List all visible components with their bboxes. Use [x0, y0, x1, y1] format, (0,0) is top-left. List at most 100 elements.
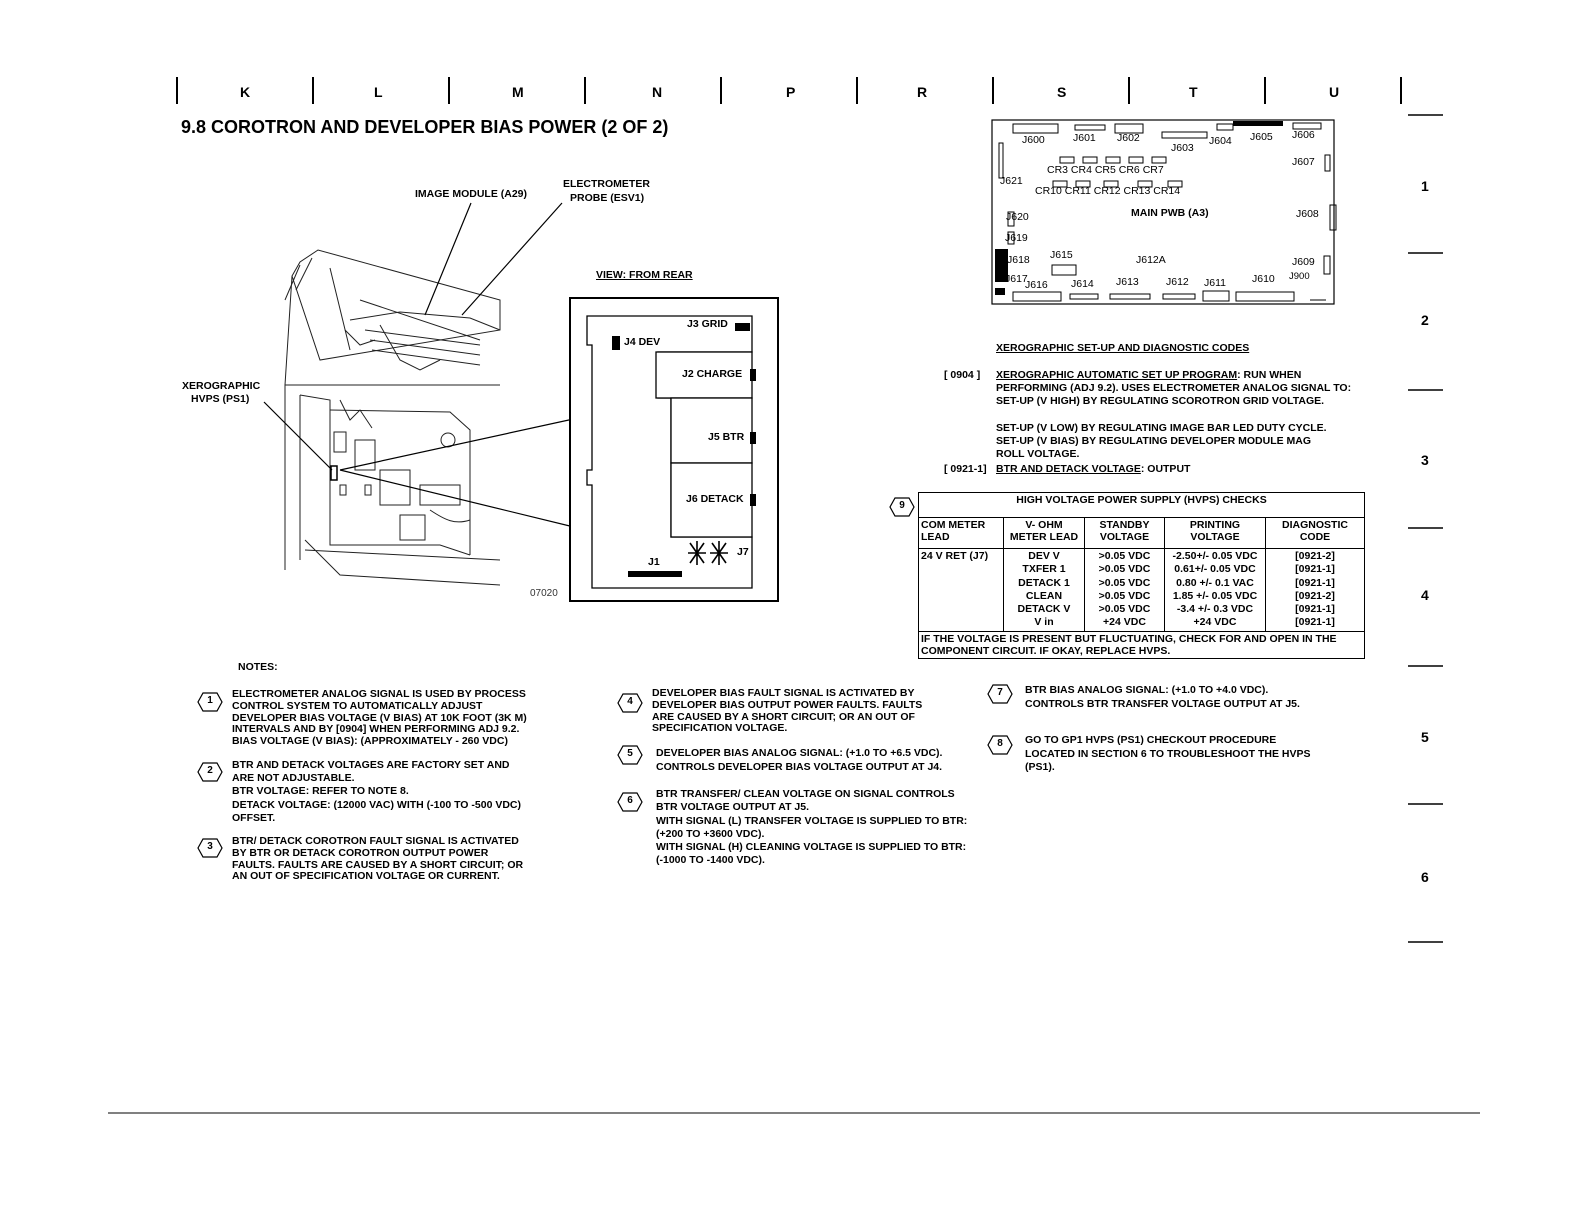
note-line: CONTROLS DEVELOPER BIAS VOLTAGE OUTPUT A… [656, 760, 943, 773]
note-line: DEVELOPER BIAS OUTPUT POWER FAULTS. FAUL… [652, 698, 923, 711]
note-line: BY BTR OR DETACK COROTRON OUTPUT POWER [232, 846, 489, 859]
pwb-j607: J607 [1292, 156, 1315, 168]
note-marker-9-number: 9 [899, 500, 905, 511]
row-number-4: 4 [1421, 587, 1429, 603]
hvps-header-com-lead: COM METER LEAD [918, 517, 1004, 549]
column-letter-p: P [786, 84, 796, 100]
connector-j1: J1 [648, 556, 660, 568]
connector-j5-btr: J5 BTR [708, 431, 745, 443]
note-line: (-1000 TO -1400 VDC). [656, 854, 765, 867]
note-line: SPECIFICATION VOLTAGE. [652, 722, 788, 735]
table-cell: [0921-2] [1295, 589, 1335, 602]
note-line: ARE CAUSED BY A SHORT CIRCUIT; OR AN OUT… [652, 710, 915, 723]
hvps-table-header-row: COM METER LEAD V- OHM METER LEAD STANDBY… [918, 517, 1365, 549]
pwb-j619: J619 [1005, 232, 1028, 244]
note-line: BTR VOLTAGE OUTPUT AT J5. [656, 801, 810, 814]
note-line: DEVELOPER BIAS ANALOG SIGNAL: (+1.0 TO +… [656, 747, 943, 759]
note-line: FAULTS. FAULTS ARE CAUSED BY A SHORT CIR… [232, 858, 524, 871]
column-letter-l: L [374, 84, 383, 100]
note-line: BTR BIAS ANALOG SIGNAL: (+1.0 TO +4.0 VD… [1025, 684, 1269, 696]
pwb-name: MAIN PWB (A3) [1131, 207, 1209, 219]
pwb-j621: J621 [1000, 175, 1023, 187]
pwb-j605: J605 [1250, 131, 1273, 143]
table-cell: V in [1034, 616, 1054, 629]
row-number-3: 3 [1421, 452, 1429, 468]
code-0921-1: [ 0921-1] [944, 463, 987, 475]
electrometer-label-line2: PROBE (ESV1) [570, 192, 645, 204]
hvps-header-vohm-lead: V- OHM METER LEAD [1003, 517, 1085, 549]
hvps-diag-column: [0921-2] [0921-1] [0921-1] [0921-2] [092… [1265, 548, 1365, 632]
hvps-checks-table: HIGH VOLTAGE POWER SUPPLY (HVPS) CHECKS … [918, 492, 1365, 659]
table-cell: +24 VDC [1103, 616, 1146, 629]
hvps-table-data-row: 24 V RET (J7) DEV V TXFER 1 DETACK 1 CLE… [918, 548, 1365, 632]
note-marker-number: 8 [997, 738, 1003, 749]
connector-j6-detack: J6 DETACK [686, 493, 744, 505]
note-line: CONTROLS BTR TRANSFER VOLTAGE OUTPUT AT … [1025, 697, 1300, 710]
pwb-j610: J610 [1252, 273, 1275, 285]
note-line: GO TO GP1 HVPS (PS1) CHECKOUT PROCEDURE [1025, 734, 1277, 746]
note-marker-number: 2 [207, 765, 213, 776]
table-cell: DETACK 1 [1018, 576, 1070, 589]
connector-j3-grid: J3 GRID [687, 318, 728, 330]
note-4-text: DEVELOPER BIAS FAULT SIGNAL IS ACTIVATED… [652, 687, 923, 735]
hvps-table-footer: IF THE VOLTAGE IS PRESENT BUT FLUCTUATIN… [918, 630, 1365, 659]
pwb-j618: J618 [1007, 254, 1030, 266]
codes-heading: XEROGRAPHIC SET-UP AND DIAGNOSTIC CODES [996, 342, 1250, 354]
pwb-j612a: J612A [1136, 254, 1166, 266]
column-letter-t: T [1189, 84, 1198, 100]
hvps-printing-column: -2.50+/- 0.05 VDC 0.61+/- 0.05 VDC 0.80 … [1164, 548, 1266, 632]
table-cell: 1.85 +/- 0.05 VDC [1172, 589, 1258, 602]
note-marker-number: 6 [627, 795, 633, 806]
code-0921-1-description: BTR AND DETACK VOLTAGE: OUTPUT [996, 463, 1190, 476]
note-3-text: BTR/ DETACK COROTRON FAULT SIGNAL IS ACT… [232, 835, 524, 883]
hvps-label-line1: XEROGRAPHIC [182, 380, 261, 392]
table-cell: [0921-1] [1295, 576, 1335, 589]
pwb-j615: J615 [1050, 249, 1073, 261]
table-cell: >0.05 VDC [1098, 589, 1151, 602]
table-cell: [0921-1] [1295, 603, 1335, 616]
hvps-standby-column: >0.05 VDC >0.05 VDC >0.05 VDC >0.05 VDC … [1084, 548, 1165, 632]
note-line: BTR AND DETACK VOLTAGES ARE FACTORY SET … [232, 759, 510, 771]
note-marker-8: 8 [987, 735, 1013, 755]
note-marker-3: 3 [197, 838, 223, 858]
note-marker-6: 6 [617, 792, 643, 812]
table-cell: >0.05 VDC [1098, 576, 1151, 589]
pwb-j601: J601 [1073, 132, 1096, 144]
table-cell: [0921-1] [1295, 616, 1335, 629]
column-letter-r: R [917, 84, 928, 100]
code-0921-1-suffix: : OUTPUT [1140, 463, 1191, 475]
note-marker-5: 5 [617, 745, 643, 765]
code-0904-line [996, 408, 1351, 422]
note-line: (+200 TO +3600 VDC). [656, 827, 765, 840]
connector-j4-dev: J4 DEV [624, 336, 661, 348]
table-cell: 0.80 +/- 0.1 VAC [1176, 576, 1254, 589]
note-5-text: DEVELOPER BIAS ANALOG SIGNAL: (+1.0 TO +… [656, 747, 942, 774]
notes-heading: NOTES: [238, 661, 278, 673]
pwb-j602: J602 [1117, 132, 1140, 144]
note-line: (PS1). [1025, 761, 1055, 773]
note-marker-number: 1 [207, 695, 213, 706]
hvps-table-title: HIGH VOLTAGE POWER SUPPLY (HVPS) CHECKS [918, 492, 1365, 518]
note-line: DEVELOPER BIAS FAULT SIGNAL IS ACTIVATED… [652, 687, 915, 699]
pwb-j613: J613 [1116, 276, 1139, 288]
note-line: WITH SIGNAL (L) TRANSFER VOLTAGE IS SUPP… [656, 814, 968, 827]
pwb-j617: J617 [1005, 273, 1028, 285]
table-cell: -3.4 +/- 0.3 VDC [1176, 603, 1254, 616]
row-number-1: 1 [1421, 178, 1429, 194]
note-line: WITH SIGNAL (H) CLEANING VOLTAGE IS SUPP… [656, 841, 967, 854]
note-marker-number: 7 [997, 687, 1003, 698]
connector-j7: J7 [737, 546, 749, 558]
electrometer-label-line1: ELECTROMETER [563, 178, 650, 190]
pwb-j609: J609 [1292, 256, 1315, 268]
table-cell: 0.61+/- 0.05 VDC [1174, 563, 1256, 576]
note-line: INTERVALS AND BY [0904] WHEN PERFORMING … [232, 723, 520, 736]
note-marker-7: 7 [987, 684, 1013, 704]
table-cell: >0.05 VDC [1098, 550, 1151, 562]
note-6-text: BTR TRANSFER/ CLEAN VOLTAGE ON SIGNAL CO… [656, 788, 967, 868]
table-cell: TXFER 1 [1022, 563, 1066, 576]
connector-j2-charge: J2 CHARGE [682, 368, 743, 380]
code-0904-title-suffix: : RUN WHEN [1237, 369, 1302, 381]
pwb-j604: J604 [1209, 135, 1232, 147]
note-line: ARE NOT ADJUSTABLE. [232, 772, 355, 785]
pwb-cr-bottom-row: CR10 CR11 CR12 CR13 CR14 [1035, 185, 1181, 197]
